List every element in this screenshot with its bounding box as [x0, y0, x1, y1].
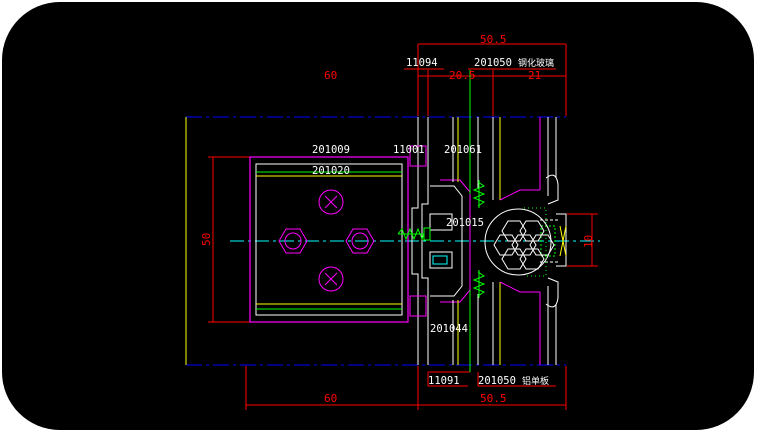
aluminium-profile: [409, 70, 567, 372]
screws: [397, 180, 486, 298]
nut-right: [345, 228, 375, 254]
label-201020: 201020: [312, 165, 350, 177]
label-11001: 11001: [393, 144, 425, 156]
dim-bottom-left-width: 60: [324, 392, 337, 405]
dim-right-height: 10: [582, 235, 595, 248]
steel-tube: [249, 156, 409, 323]
backer-rod: [484, 208, 555, 276]
dim-sub-21: 21: [528, 69, 541, 82]
dimension-lines: [208, 43, 598, 410]
label-11091: 11091: [428, 375, 460, 387]
label-material-top: 钢化玻璃: [518, 57, 554, 69]
dim-top-left-width: 60: [324, 69, 337, 82]
label-201044: 201044: [430, 323, 468, 335]
dim-sub-20-5: 20.5: [449, 69, 476, 82]
screw-upper: [472, 180, 486, 208]
nut-left: [278, 228, 308, 254]
dim-left-height: 50: [200, 233, 213, 246]
screw-lower: [472, 270, 486, 298]
tube-inner: [255, 163, 403, 316]
label-201015: 201015: [446, 217, 484, 229]
tube-outer: [249, 156, 409, 323]
label-201050-bottom: 201050: [478, 375, 516, 387]
label-201061: 201061: [444, 144, 482, 156]
label-201050-top: 201050: [474, 57, 512, 69]
part-labels: 11094 201050 钢化玻璃 201009 11001 201061 20…: [312, 57, 554, 387]
dim-bottom-right-width: 50.5: [480, 392, 507, 405]
label-201009: 201009: [312, 144, 350, 156]
label-11094: 11094: [406, 57, 438, 69]
bolt-hole-bottom: [318, 266, 344, 292]
dim-top-right-width: 50.5: [480, 33, 507, 46]
screw-horizontal: [397, 227, 431, 241]
bolt-hole-top: [318, 189, 344, 215]
label-material-bottom: 铝单板: [522, 375, 549, 387]
dimension-texts: 60 50.5 20.5 21 50 10 60 50.5: [200, 33, 595, 405]
